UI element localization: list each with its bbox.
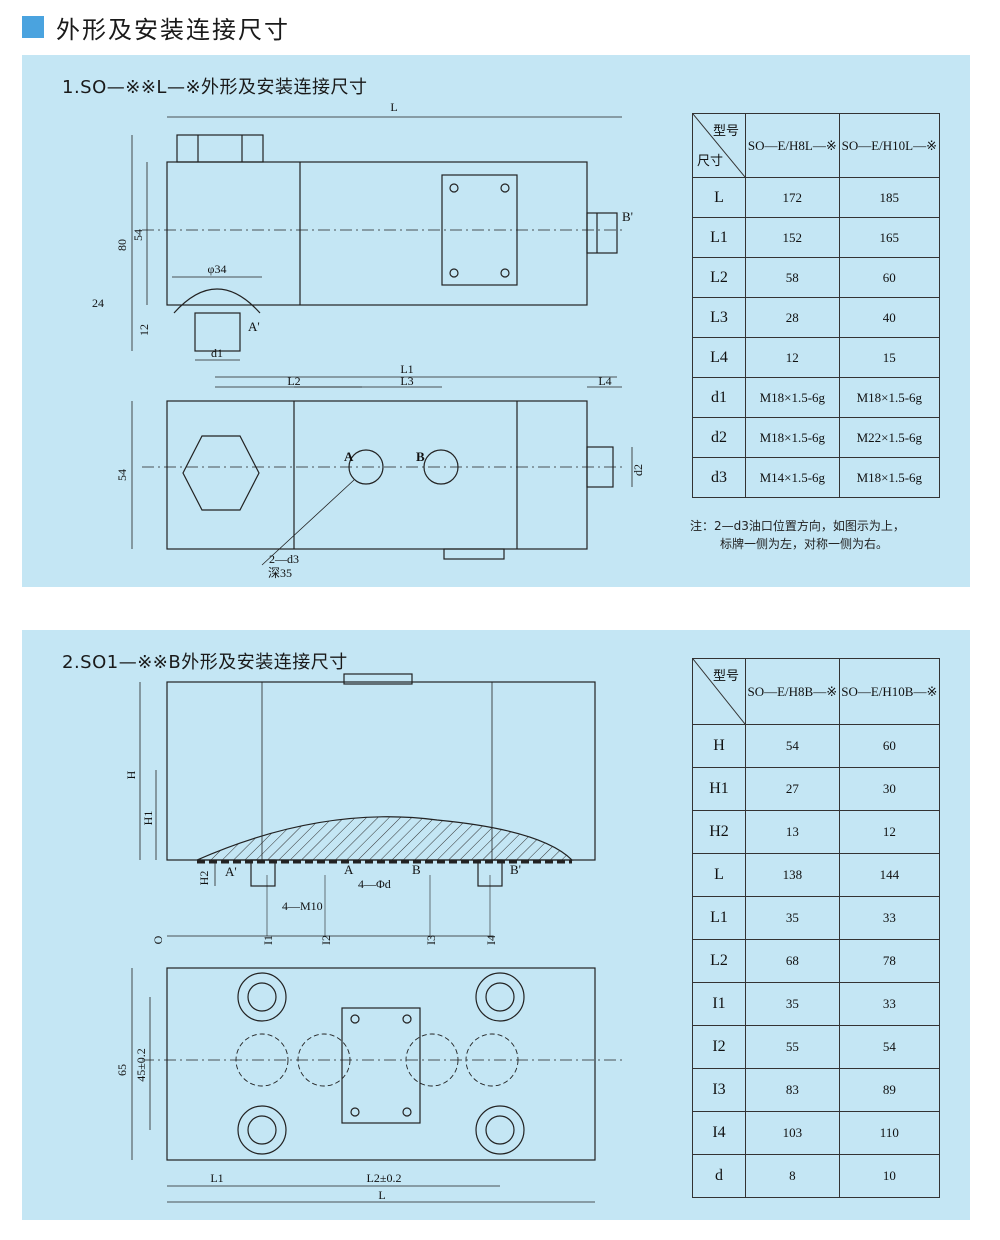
mount-plate <box>341 1007 421 1124</box>
dim-L2: L2±0.2 <box>367 1171 402 1185</box>
dim-H: H <box>124 770 138 779</box>
label-2-d3: 2—d3 <box>269 552 299 566</box>
dim-I2: I2 <box>319 935 333 945</box>
section-1-panel: 1.SO—※※L—※外形及安装连接尺寸 <box>22 55 970 587</box>
bottom-view-block <box>166 967 596 1161</box>
diagonal-line-icon <box>693 659 745 724</box>
label-4-m10: 4—M10 <box>282 899 323 913</box>
dim-L3: L3 <box>400 374 413 388</box>
section-1-drawing: L B' 80 54 φ34 24 12 A' d1 L1 L2 L3 L4 A… <box>92 100 645 580</box>
dim-O: O <box>151 935 165 944</box>
note-line-1: 注：2—d3油口位置方向，如图示为上， <box>690 519 905 533</box>
dim-I3: I3 <box>424 935 438 945</box>
port-a-prime-fitting <box>173 288 261 314</box>
table-corner: 型号 <box>692 658 746 725</box>
label-depth: 深35 <box>268 566 292 580</box>
section-2-title: 2.SO1—※※B外形及安装连接尺寸 <box>62 652 348 673</box>
section-2-drawing: H H1 H2 A' A 4—Φd B B' 4—M10 O I1 I2 I3 … <box>115 673 622 1203</box>
label-a-prime: A' <box>225 864 237 879</box>
corner-dim: 尺寸 <box>697 154 724 169</box>
label-a-prime: A' <box>248 319 260 334</box>
label-a: A <box>344 449 354 464</box>
dim-24: 24 <box>92 296 104 310</box>
section-hatch <box>196 816 574 861</box>
label-b-prime: B' <box>510 862 521 877</box>
note-line-2: 标牌一侧为左，对称一侧为右。 <box>720 537 889 551</box>
section-1-title: 1.SO—※※L—※外形及安装连接尺寸 <box>62 77 368 98</box>
top-plate <box>343 673 413 685</box>
dim-d2: d2 <box>631 464 645 476</box>
header-square-icon <box>22 16 44 38</box>
label-4-phi-d: 4—Φd <box>358 877 391 891</box>
diagonal-line-icon <box>693 114 745 177</box>
corner-model: 型号 <box>712 669 739 684</box>
dim-65: 65 <box>115 1064 129 1076</box>
model-2: SO—E/H10B—※ <box>838 658 941 725</box>
top-view-body <box>166 400 588 550</box>
dim-L: L <box>378 1188 385 1202</box>
model-2: SO—E/H10L—※ <box>838 113 941 178</box>
top-nut <box>176 134 264 163</box>
dim-H2: H2 <box>197 871 211 886</box>
port-b-prime <box>586 212 618 254</box>
label-b: B <box>416 449 425 464</box>
model-1: SO—E/H8L—※ <box>745 113 840 178</box>
page-title: 外形及安装连接尺寸 <box>56 15 290 44</box>
label-b-prime: B' <box>622 209 633 224</box>
dim-phi34: φ34 <box>208 262 227 276</box>
label-a: A <box>344 862 354 877</box>
hex-nut <box>182 435 260 511</box>
dim-I1: I1 <box>261 935 275 945</box>
dim-L4: L4 <box>598 374 611 388</box>
dim-I4: I4 <box>484 935 498 945</box>
dim-L2: L2 <box>287 374 300 388</box>
page-header: 外形及安装连接尺寸 <box>22 10 290 44</box>
table-note: 注：2—d3油口位置方向，如图示为上， 标牌一侧为左，对称一侧为右。 <box>690 517 905 553</box>
dim-L: L <box>390 100 397 114</box>
label-b: B <box>412 862 421 877</box>
dim-H1: H1 <box>141 811 155 826</box>
dim-45: 45±0.2 <box>134 1048 148 1082</box>
dim-54-top: 54 <box>115 469 129 481</box>
dim-54: 54 <box>131 229 145 241</box>
dim-L1: L1 <box>400 362 413 376</box>
dim-d1: d1 <box>211 346 223 360</box>
table-corner: 型号 尺寸 <box>692 113 746 178</box>
model-1: SO—E/H8B—※ <box>745 658 840 725</box>
dim-80: 80 <box>115 239 129 251</box>
section-2-panel: 2.SO1—※※B外形及安装连接尺寸 <box>22 630 970 1220</box>
dim-12: 12 <box>137 324 151 336</box>
dim-L1: L1 <box>210 1171 223 1185</box>
side-view-body <box>166 161 588 306</box>
corner-model: 型号 <box>712 124 739 139</box>
